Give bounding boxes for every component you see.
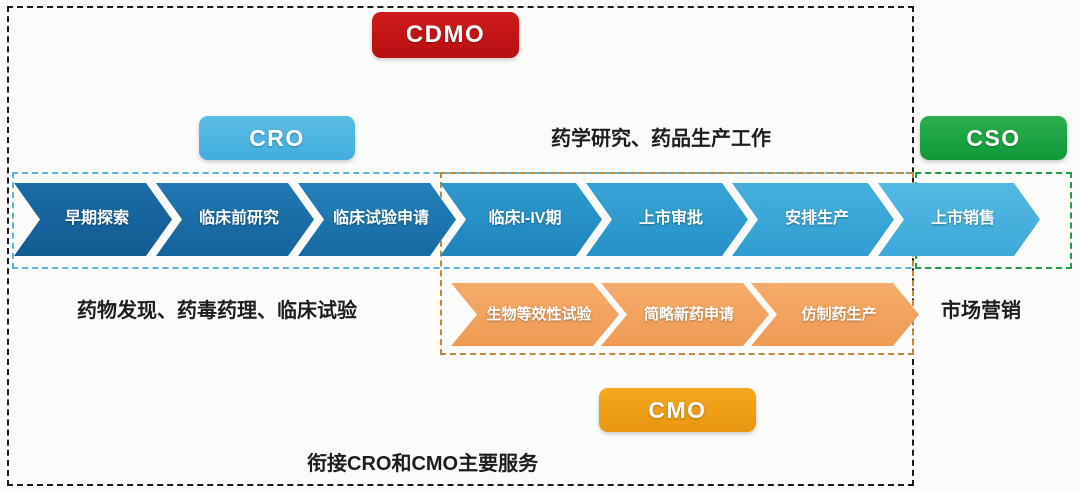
caption-left: 药物发现、药毒药理、临床试验 (77, 300, 357, 322)
flow-step-market-sales[interactable]: 上市销售 (878, 183, 1040, 256)
caption-bottom: 衔接CRO和CMO主要服务 (307, 453, 539, 475)
flow-step-bioequivalence-trial[interactable]: 生物等效性试验 (451, 283, 619, 346)
flow-step-clinical-phase-i-iv[interactable]: 临床I-IV期 (440, 183, 602, 256)
badge-cdmo[interactable]: CDMO (372, 12, 519, 58)
badge-cso[interactable]: CSO (920, 116, 1067, 160)
caption-right: 市场营销 (941, 300, 1021, 322)
flow-step-arrange-production[interactable]: 安排生产 (732, 183, 894, 256)
flow-step-clinical-trial-application[interactable]: 临床试验申请 (298, 183, 456, 256)
flow-step-preclinical-research[interactable]: 临床前研究 (156, 183, 314, 256)
badge-cro[interactable]: CRO (199, 116, 355, 160)
caption-pharmaceutics: 药学研究、药品生产工作 (551, 128, 771, 150)
flow-step-anda-application[interactable]: 简略新药申请 (601, 283, 769, 346)
flow-step-generic-production[interactable]: 仿制药生产 (751, 283, 919, 346)
flow-step-market-approval[interactable]: 上市审批 (586, 183, 748, 256)
region-cmo (440, 172, 914, 355)
badge-cmo[interactable]: CMO (599, 388, 756, 432)
flow-step-early-exploration[interactable]: 早期探索 (14, 183, 172, 256)
